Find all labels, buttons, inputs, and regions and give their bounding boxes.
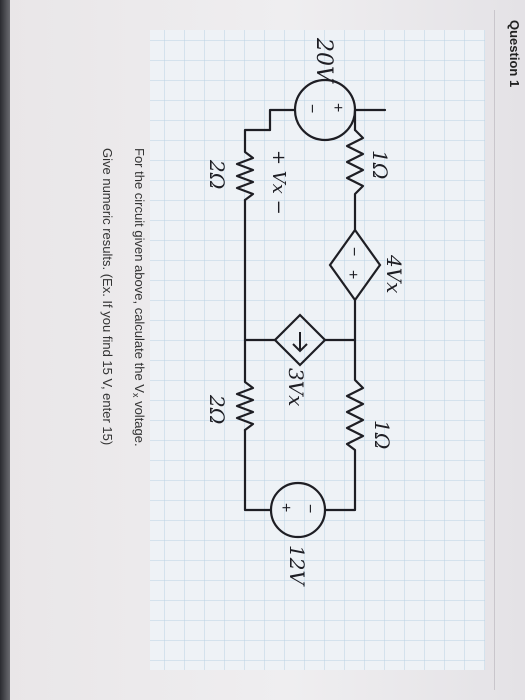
- question-line-1: For the circuit given above, calculate t…: [131, 148, 147, 447]
- left-voltage-source: + −: [293, 78, 357, 142]
- label-r-bottom-mid: 2Ω: [205, 394, 229, 424]
- label-20v: 20V: [311, 37, 336, 84]
- current-arrow-icon: [292, 332, 308, 353]
- circuit-diagram: − + + − − + 20V 1Ω: [150, 30, 485, 670]
- label-r-top-right: 1Ω: [370, 420, 394, 449]
- dependent-current-source: [273, 313, 327, 367]
- left-source-minus: −: [303, 104, 320, 113]
- label-r-bottom-left: 2Ω: [205, 159, 229, 189]
- label-3vx: 3Vx: [284, 368, 308, 406]
- label-4vx: 4Vx: [382, 254, 406, 293]
- right-source-plus: +: [277, 503, 294, 512]
- label-vx: + Vx −: [268, 150, 289, 215]
- dep-voltage-plus: +: [344, 270, 361, 279]
- label-12v: 12V: [285, 545, 309, 587]
- right-voltage-source: − +: [269, 481, 327, 539]
- question-title: Question 1: [507, 20, 522, 88]
- graph-paper-grid: [150, 30, 485, 670]
- dep-voltage-minus: −: [345, 247, 362, 256]
- label-r-top-left: 1Ω: [368, 150, 392, 179]
- question-line-2: Give numeric results. (Ex. If you find 1…: [100, 148, 115, 446]
- right-source-minus: −: [301, 504, 318, 513]
- dependent-voltage-source: − +: [328, 228, 382, 302]
- screen-edge-shadow: [0, 0, 10, 700]
- header-divider: [494, 10, 495, 690]
- circuit-wires: [235, 108, 387, 512]
- left-source-plus: +: [329, 103, 346, 112]
- circuit-labels: 20V 1Ω 4Vx 1Ω + Vx − 2Ω 3Vx 2Ω 12V: [205, 37, 406, 587]
